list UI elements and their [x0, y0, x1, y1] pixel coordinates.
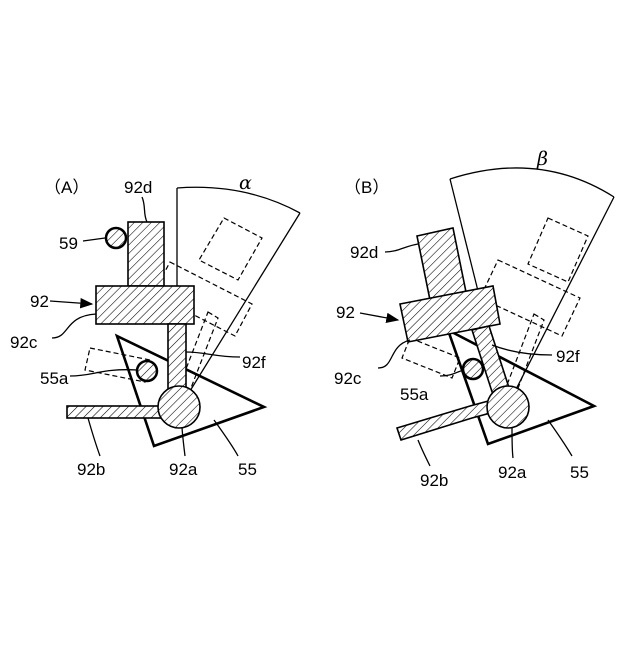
leader-92d-b [385, 244, 418, 252]
label-92d-a: 92d [124, 178, 152, 197]
label-92b-a: 92b [77, 460, 105, 479]
label-92a-a: 92a [169, 460, 198, 479]
panel-a-arm-92b [67, 406, 163, 418]
leader-92b-b [418, 440, 430, 466]
label-59-a: 59 [59, 234, 78, 253]
alpha-rotated-reference-line [177, 213, 300, 412]
panel-b-pivot-92a [487, 386, 529, 428]
leader-92a-b [512, 428, 513, 458]
leader-59-a [83, 238, 105, 241]
label-55a-a: 55a [40, 369, 69, 388]
leader-55-b [548, 420, 572, 456]
label-92a-b: 92a [498, 463, 527, 482]
leader-92b-a [88, 418, 100, 456]
panel-a-block-92d [128, 222, 164, 286]
panel-b-block-92d [417, 228, 466, 300]
label-55-a: 55 [238, 460, 257, 479]
panel-b: （B） β [334, 148, 614, 490]
panel-a-pivot-92a [158, 386, 200, 428]
label-92f-a: 92f [242, 353, 266, 372]
label-55a-b: 55a [400, 385, 429, 404]
panel-b-label: （B） [344, 178, 389, 197]
ghost-92d [199, 218, 262, 280]
label-92c-a: 92c [10, 333, 38, 352]
panel-a-ball-55a [137, 361, 157, 381]
panel-a-label: （A） [44, 178, 89, 197]
alpha-symbol: α [239, 172, 252, 194]
label-92-b: 92 [336, 303, 355, 322]
label-92c-b: 92c [334, 369, 362, 388]
panel-a: （A） α [10, 172, 300, 479]
label-92-a: 92 [30, 292, 49, 311]
leader-92c-a [52, 314, 96, 338]
leader-92a-a [182, 428, 185, 456]
panel-a-ball-59 [106, 228, 126, 248]
panel-b-ball-55a [463, 359, 483, 379]
leader-92c-b [378, 340, 410, 368]
leader-92-b [360, 313, 398, 320]
label-92d-b: 92d [350, 243, 378, 262]
label-55-b: 55 [570, 463, 589, 482]
ghost-92d-b [528, 218, 588, 282]
leader-55-a [214, 420, 238, 456]
leader-92d-a [142, 197, 147, 222]
beta-angle-arc [450, 168, 614, 197]
beta-symbol: β [536, 148, 548, 170]
ghost-55a-region-b [402, 338, 460, 378]
label-92b-b: 92b [420, 471, 448, 490]
beta-rotated-reference-line [507, 197, 614, 407]
leader-92-a [50, 301, 92, 304]
label-92f-b: 92f [556, 347, 580, 366]
panel-a-block-92c [96, 286, 194, 324]
